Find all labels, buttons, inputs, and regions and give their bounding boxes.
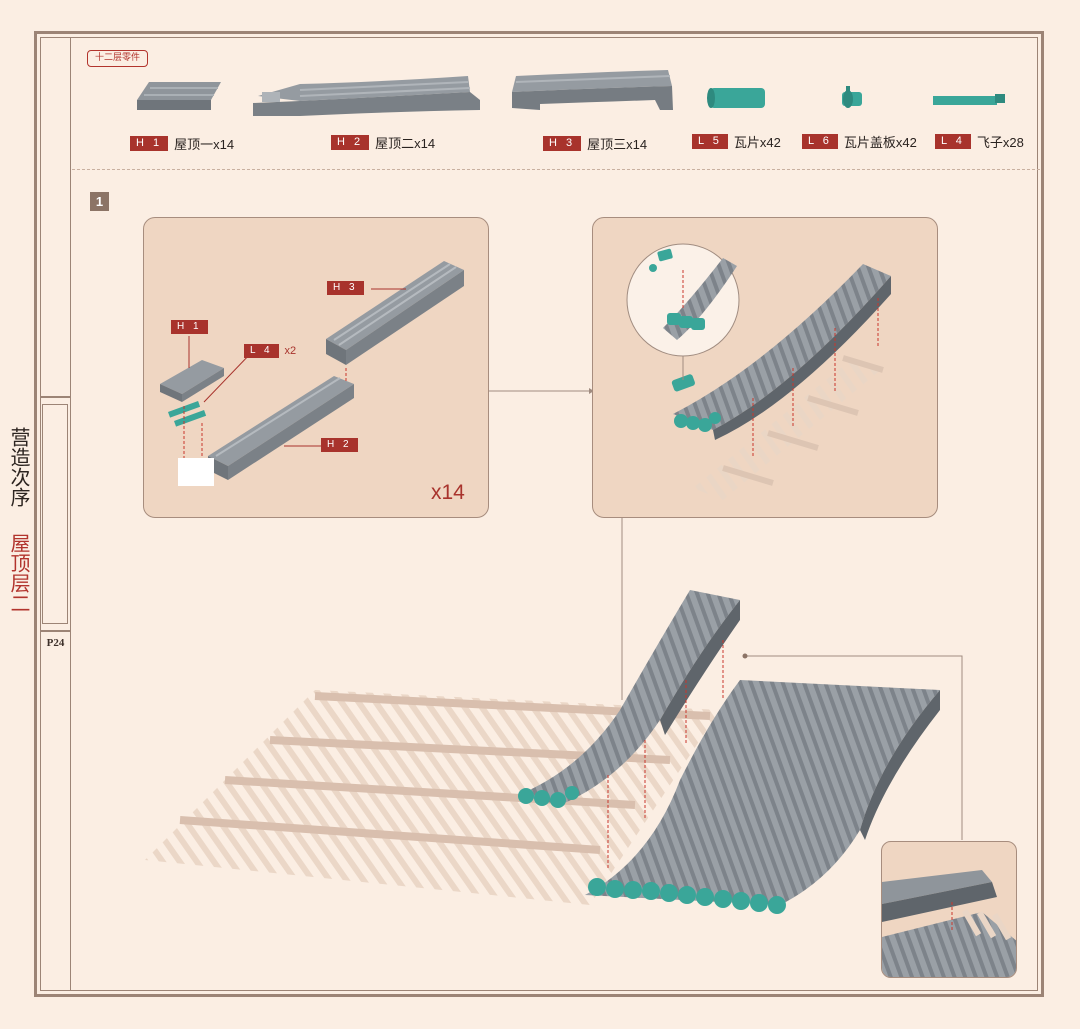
- page-inner-frame: [40, 37, 1038, 991]
- step-panel-attach-tiles: [592, 217, 938, 518]
- sidebar-divider: [70, 37, 71, 991]
- layer-parts-badge: 十二层零件: [87, 50, 148, 67]
- panel1-h1-image: [160, 360, 224, 402]
- panel1-callout-h3: H 3: [327, 281, 370, 295]
- panel1-callout-h1: H 1: [171, 320, 214, 334]
- panel1-h2-image: [178, 376, 354, 486]
- part-l5-image: [707, 88, 765, 108]
- part-l4-image: [933, 94, 1005, 105]
- sidebar-title-plate: [40, 396, 71, 632]
- part-h2-image: [253, 76, 480, 116]
- detail-inset-panel: [881, 841, 1017, 978]
- callout-line-detail: [745, 655, 963, 840]
- part-l6-image: [842, 86, 862, 108]
- repeat-count: x14: [431, 481, 465, 504]
- page-outer-frame: [34, 31, 1044, 997]
- panel2-zoom-circle: [626, 243, 740, 357]
- page-number: P24: [46, 637, 65, 649]
- subsection-title: 屋顶层二: [7, 533, 31, 613]
- section-title: 营造次序: [7, 427, 31, 507]
- part-h1-image: [137, 82, 221, 110]
- single-roof-strip: [518, 590, 740, 808]
- part-h3-image: [512, 70, 673, 110]
- section-divider: [72, 169, 1040, 170]
- panel2-rafters: [693, 355, 884, 500]
- panel1-l4-image: [168, 401, 207, 427]
- step-number: 1: [90, 192, 109, 211]
- panel1-callout-h2: H 2: [321, 438, 364, 452]
- assembled-roof-section: [585, 680, 940, 914]
- panel2-roof-strip: [671, 264, 891, 440]
- placement-guides: [607, 640, 724, 870]
- panel1-h3-image: [326, 261, 464, 365]
